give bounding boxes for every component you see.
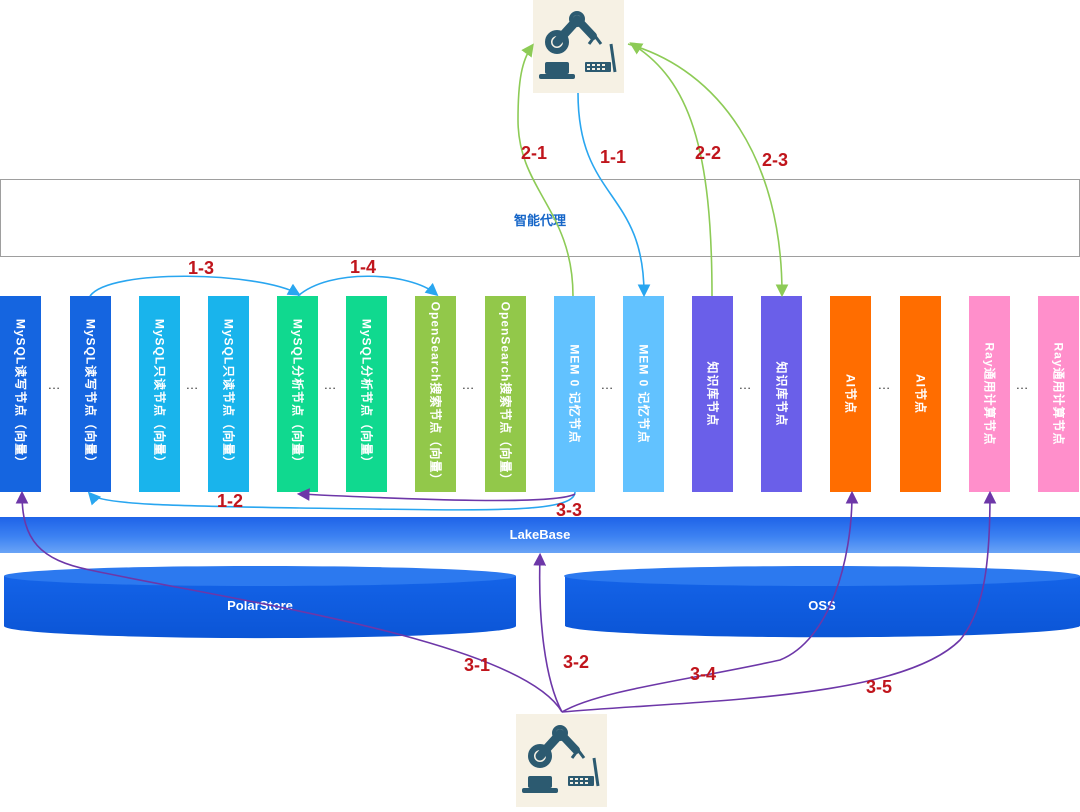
ellipsis: … xyxy=(461,377,475,392)
lakebase-label: LakeBase xyxy=(509,527,571,542)
flow-label-3-2: 3-2 xyxy=(563,652,590,672)
node-label: MySQL只读节点（向量） xyxy=(152,318,166,470)
node-column: OpenSearch搜索节点（向量） xyxy=(415,296,456,492)
node-column: MySQL只读节点（向量） xyxy=(208,296,249,492)
flow-3-3 xyxy=(296,488,576,502)
flow-label-1-4: 1-4 xyxy=(350,257,377,277)
node-label: Ray通用计算节点 xyxy=(982,342,996,446)
flow-label-3-1: 3-1 xyxy=(464,655,491,675)
ellipsis: … xyxy=(738,377,752,392)
flow-label-3-3: 3-3 xyxy=(556,500,583,520)
flow-1-2 xyxy=(87,491,576,511)
flow-label-2-1: 2-1 xyxy=(521,143,548,163)
polarstore-label: PolarStore xyxy=(227,598,293,613)
node-column: Ray通用计算节点 xyxy=(1038,296,1079,492)
node-column: MySQL分析节点（向量） xyxy=(277,296,318,492)
bottom-robot-tile xyxy=(516,714,607,807)
node-label: OpenSearch搜索节点（向量） xyxy=(498,301,512,487)
ellipsis: … xyxy=(47,377,61,392)
node-label: MySQL分析节点（向量） xyxy=(359,318,373,470)
node-label: MySQL只读节点（向量） xyxy=(221,318,235,470)
node-label: 知识库节点 xyxy=(774,361,788,427)
flow-1-3 xyxy=(89,275,301,297)
node-column: 知识库节点 xyxy=(761,296,802,492)
node-label: MySQL读写节点（向量） xyxy=(13,318,27,470)
node-label: OpenSearch搜索节点（向量） xyxy=(428,301,442,487)
node-column: MEM 0 记忆节点 xyxy=(554,296,595,492)
agent-proxy-label: 智能代理 xyxy=(514,213,567,228)
flow-1-4 xyxy=(297,275,439,297)
storage-cylinders xyxy=(4,566,1080,639)
node-column: MySQL分析节点（向量） xyxy=(346,296,387,492)
top-robot-tile xyxy=(533,0,624,93)
node-column: OpenSearch搜索节点（向量） xyxy=(485,296,526,492)
node-column: MySQL读写节点（向量） xyxy=(0,296,41,492)
node-label: AI节点 xyxy=(843,373,857,415)
node-column: AI节点 xyxy=(830,296,871,492)
node-label: MySQL分析节点（向量） xyxy=(290,318,304,470)
flow-label-3-5: 3-5 xyxy=(866,677,893,697)
flow-label-1-3: 1-3 xyxy=(188,258,215,278)
flow-2-2 xyxy=(629,42,713,297)
node-label: Ray通用计算节点 xyxy=(1051,342,1065,446)
robot-arm-icon xyxy=(522,725,600,793)
ellipsis: … xyxy=(877,377,891,392)
node-label: MEM 0 记忆节点 xyxy=(636,344,650,444)
node-column: MEM 0 记忆节点 xyxy=(623,296,664,492)
node-column: AI节点 xyxy=(900,296,941,492)
node-label: MEM 0 记忆节点 xyxy=(567,344,581,444)
node-column: MySQL只读节点（向量） xyxy=(139,296,180,492)
ellipsis: … xyxy=(323,377,337,392)
flow-label-2-2: 2-2 xyxy=(695,143,722,163)
node-column: 知识库节点 xyxy=(692,296,733,492)
node-column: Ray通用计算节点 xyxy=(969,296,1010,492)
flow-label-3-4: 3-4 xyxy=(690,664,717,684)
ellipsis: … xyxy=(600,377,614,392)
node-column: MySQL读写节点（向量） xyxy=(70,296,111,492)
flow-label-1-2: 1-2 xyxy=(217,491,244,511)
flow-label-1-1: 1-1 xyxy=(600,147,627,167)
node-label: MySQL读写节点（向量） xyxy=(83,318,97,470)
node-label: AI节点 xyxy=(913,373,927,415)
robot-arm-icon xyxy=(539,11,617,79)
ellipsis: … xyxy=(1015,377,1029,392)
oss-label: OSS xyxy=(808,598,836,613)
ellipsis: … xyxy=(185,377,199,392)
flow-label-2-3: 2-3 xyxy=(762,150,789,170)
node-label: 知识库节点 xyxy=(705,361,719,427)
